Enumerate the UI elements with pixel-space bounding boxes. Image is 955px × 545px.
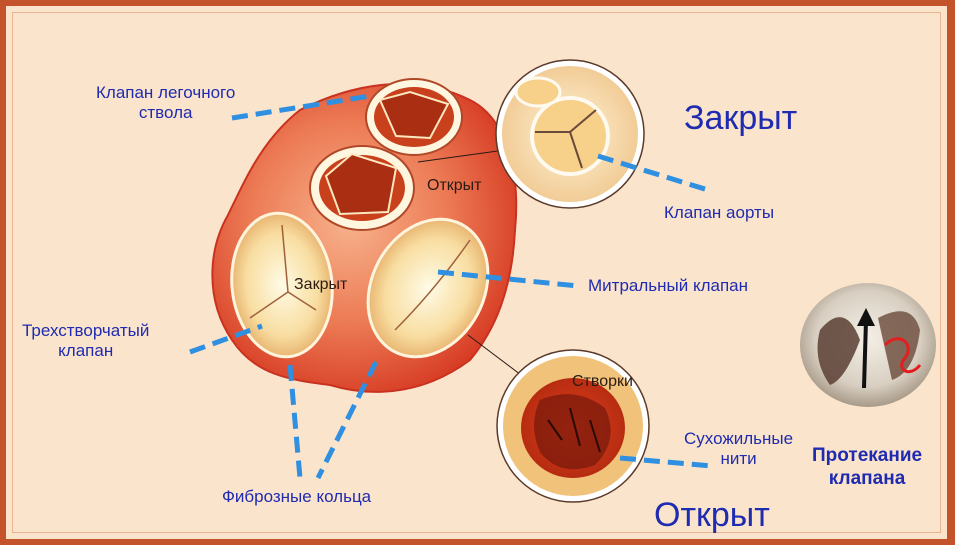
pulmonary-valve-label: Клапан легочного ствола [96, 83, 235, 123]
regurgitation-label-line2: клапана [812, 467, 922, 490]
chordae-label: Сухожильные нити [684, 429, 793, 469]
aortic-valve-label: Клапан аорты [664, 203, 774, 223]
tricuspid-valve-label: Трехстворчатый клапан [22, 321, 149, 361]
regurgitation-label: Протекание клапана [812, 444, 922, 490]
tricuspid-closed-label: Закрыт [294, 276, 347, 294]
regurgitation-label-line1: Протекание [812, 444, 922, 467]
closeup-closed-valve [496, 60, 644, 208]
chordae-label-line1: Сухожильные [684, 429, 793, 449]
aortic-open-label: Открыт [427, 177, 482, 195]
leaflets-label: Створки [572, 373, 633, 391]
connector-line [468, 335, 525, 378]
pulmonary-valve-graphic [366, 79, 462, 155]
tricuspid-valve-label-line2: клапан [22, 341, 149, 361]
regurgitation-graphic [800, 283, 936, 407]
open-state-heading: Открыт [654, 497, 770, 533]
pulmonary-valve-label-line2: ствола [96, 103, 235, 123]
mitral-valve-label: Митральный клапан [588, 276, 748, 296]
closed-state-heading: Закрыт [684, 100, 797, 136]
fibrous-rings-label: Фиброзные кольца [222, 487, 371, 507]
pulmonary-valve-label-line1: Клапан легочного [96, 83, 235, 103]
chordae-label-line2: нити [684, 449, 793, 469]
tricuspid-valve-label-line1: Трехстворчатый [22, 321, 149, 341]
aortic-valve-graphic [310, 146, 414, 230]
